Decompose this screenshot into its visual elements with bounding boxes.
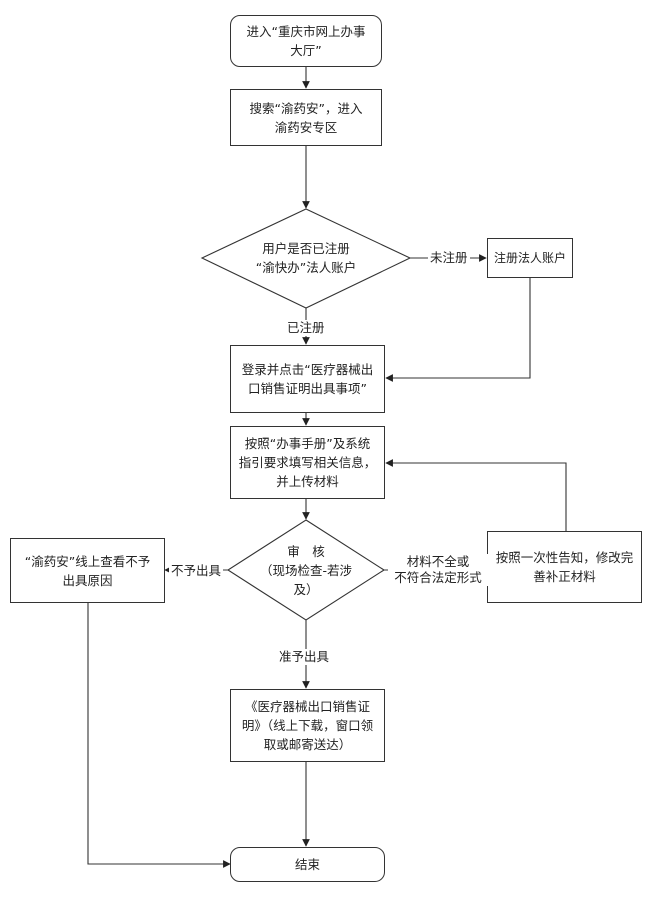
end-node: 结束	[230, 847, 385, 882]
supplement-node: 按照一次性告知，修改完 善补正材料	[487, 531, 642, 603]
edge-label-incomplete: 材料不全或 不符合法定形式	[388, 554, 488, 586]
edge-reject-end	[87, 603, 231, 868]
certificate-node: 《医疗器械出口销售证 明》（线上下载，窗口领 取或邮寄送达）	[230, 689, 385, 762]
edge-label-reject: 不予出具	[169, 563, 224, 579]
edge-register-login	[385, 277, 531, 382]
decision-diamond	[200, 208, 412, 309]
review-text: 审 核 （现场检查-若涉 及）	[259, 543, 352, 597]
fill-in-node: 按照“办事手册”及系统 指引要求填写相关信息， 并上传材料	[230, 426, 385, 499]
register-node: 注册法人账户	[487, 238, 573, 278]
edge-label-registered: 已注册	[285, 320, 327, 336]
edge-label-not-registered: 未注册	[428, 250, 470, 266]
decision-registered-text: 用户是否已注册 “渝快办”法人账户	[255, 241, 357, 275]
start-node: 进入“重庆市网上办事 大厅”	[230, 15, 382, 67]
edge-label-approve: 准予出具	[277, 649, 332, 665]
reject-reason-node: “渝药安”线上查看不予 出具原因	[10, 538, 165, 603]
review-diamond	[226, 519, 386, 621]
login-node: 登录并点击“医疗器械出 口销售证明出具事项”	[230, 345, 385, 413]
edge-supplement-fill	[385, 459, 567, 531]
search-node: 搜索“渝药安”，进入 渝药安专区	[230, 89, 382, 146]
